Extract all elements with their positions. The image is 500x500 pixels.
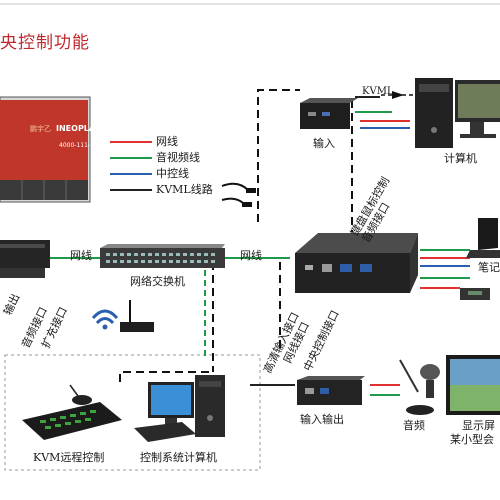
- left-controller-device: [0, 240, 50, 278]
- kvm-group-box: [4, 354, 261, 471]
- keyboard-mouse-device: [22, 384, 122, 440]
- kvml-routes: [119, 89, 353, 382]
- switch-label: 网络交换机: [130, 275, 185, 288]
- notebook-label: 笔记: [478, 261, 500, 274]
- network-label-left: 网线: [70, 249, 92, 262]
- legend-label-network: 网线: [156, 135, 178, 148]
- legend-label-av: 音视频线: [156, 151, 200, 164]
- audio-label: 音频: [403, 419, 425, 432]
- legend-label-control: 中控线: [156, 167, 189, 180]
- computer-top-right: [415, 78, 500, 148]
- wifi-router-icon: [91, 300, 154, 332]
- computer-label: 计算机: [444, 152, 477, 165]
- legend-label-kvml: KVML线路: [156, 183, 213, 196]
- screen-side-text: 鹏宇乙: [30, 125, 51, 133]
- kvm-remote-label: KVM远程控制: [33, 451, 105, 464]
- diagram-title: 央控制功能: [0, 33, 90, 53]
- network-switch-device: [100, 244, 225, 268]
- screen-phone-text: 4000-111-078: [59, 142, 102, 149]
- conference-mic-device: [399, 359, 440, 415]
- display-label: 显示屏: [462, 419, 495, 432]
- central-control-device: [295, 233, 418, 293]
- input-label: 输入: [313, 137, 335, 150]
- cable-runs: [50, 96, 470, 396]
- io-box-device: [297, 376, 365, 405]
- small-router-device: [460, 288, 490, 300]
- usb-cable-icon: [221, 182, 256, 207]
- kvml-label: KVML: [362, 86, 394, 97]
- network-label-right: 网线: [240, 249, 262, 262]
- led-screen: [0, 96, 91, 203]
- io-label: 输入输出: [300, 413, 344, 426]
- control-system-computer-label: 控制系统计算机: [140, 451, 217, 464]
- small-conference-label: 某小型会: [450, 433, 494, 446]
- screen-logo-text: INEOPLAY: [56, 124, 101, 133]
- laptop-device: [466, 218, 500, 258]
- display-panel-device: [446, 355, 500, 415]
- control-system-computer: [134, 375, 225, 442]
- input-box-device: [300, 98, 358, 129]
